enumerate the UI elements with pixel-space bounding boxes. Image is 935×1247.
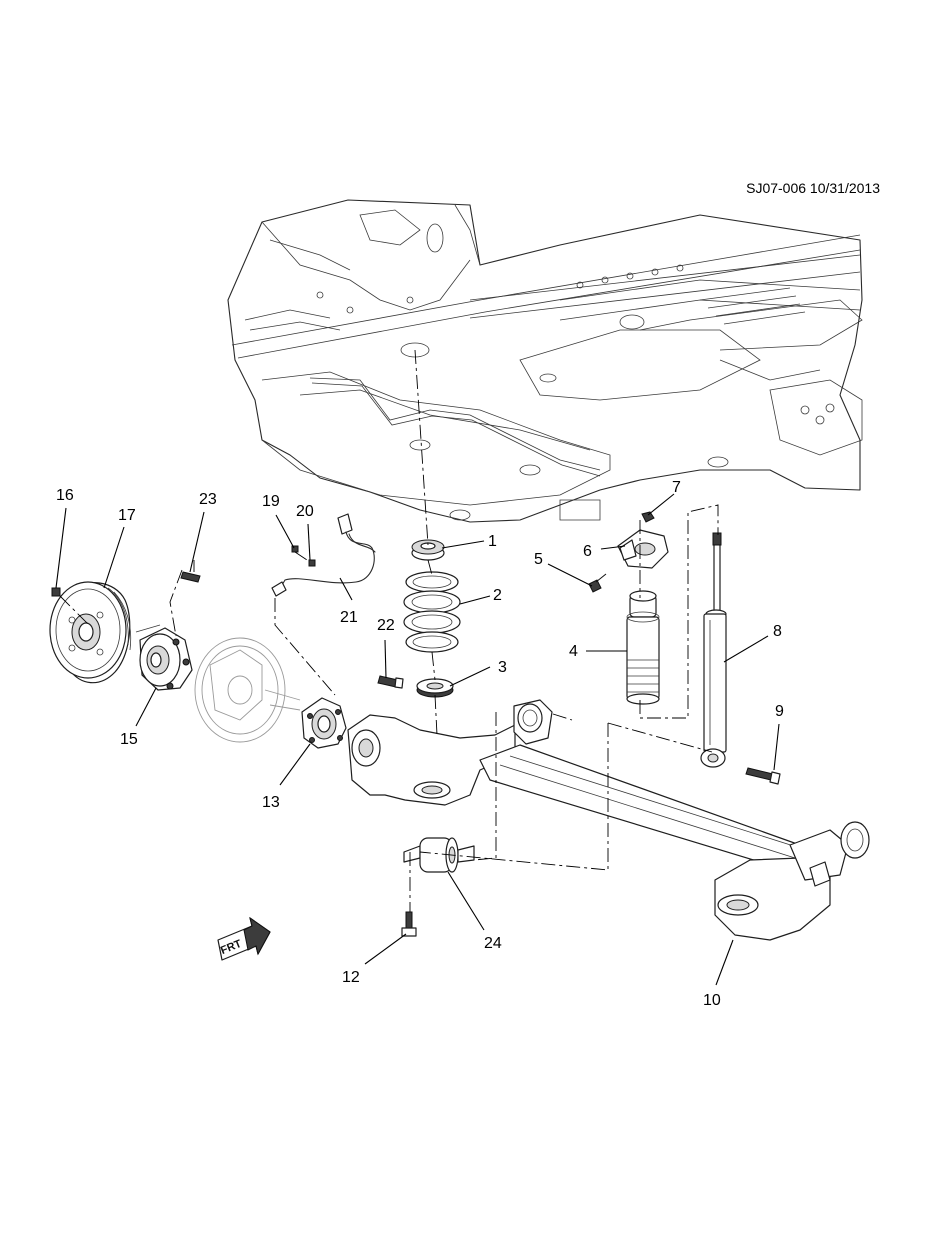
assembly-guide-lines xyxy=(59,349,719,912)
callout-5: 5 xyxy=(534,551,543,568)
callout-9: 9 xyxy=(775,703,784,720)
callout-13: 13 xyxy=(262,794,280,811)
axle-bushing xyxy=(403,837,475,873)
rear-axle-assembly xyxy=(347,699,870,941)
diagram-reference: SJ07-006 10/31/2013 xyxy=(746,180,880,196)
wheel-hub-bearing xyxy=(135,624,193,691)
callout-24: 24 xyxy=(484,935,502,952)
coil-spring xyxy=(403,571,461,653)
hub-adapter-plate xyxy=(301,697,347,749)
brake-drum-screw xyxy=(51,587,61,597)
brake-backing-plate xyxy=(194,637,301,743)
callout-16: 16 xyxy=(56,487,74,504)
vehicle-body-underside xyxy=(227,199,863,523)
shock-absorber xyxy=(700,532,727,768)
brake-drum xyxy=(49,581,132,684)
callout-4: 4 xyxy=(569,643,578,660)
spring-upper-insulator xyxy=(411,539,445,561)
callout-21: 21 xyxy=(340,609,358,626)
callout-3: 3 xyxy=(498,659,507,676)
callout-12: 12 xyxy=(342,969,360,986)
shock-dust-boot xyxy=(626,590,660,705)
wheel-speed-sensor-harness xyxy=(271,513,376,597)
callout-10: 10 xyxy=(703,992,721,1009)
callout-leaders xyxy=(55,493,780,986)
shock-mount-bolt xyxy=(588,573,607,593)
shock-lower-bolt xyxy=(745,767,781,785)
callout-20: 20 xyxy=(296,503,314,520)
callout-8: 8 xyxy=(773,623,782,640)
front-direction-arrow: FRT xyxy=(217,916,271,961)
callout-15: 15 xyxy=(120,731,138,748)
callout-2: 2 xyxy=(493,587,502,604)
callout-19: 19 xyxy=(262,493,280,510)
wheel-stud xyxy=(180,571,201,583)
clip-bolt xyxy=(308,559,316,567)
callout-7: 7 xyxy=(672,479,681,496)
shock-mount-nut xyxy=(641,511,655,523)
callout-6: 6 xyxy=(583,543,592,560)
axle-bolt xyxy=(377,675,404,689)
callout-23: 23 xyxy=(199,491,217,508)
bushing-bolt xyxy=(401,911,417,937)
callout-17: 17 xyxy=(118,507,136,524)
shock-upper-mount xyxy=(617,529,669,569)
callout-numbers: 16 17 23 19 20 21 22 1 2 3 5 6 7 4 8 9 1… xyxy=(56,479,784,1009)
callout-1: 1 xyxy=(488,533,497,550)
spring-lower-insulator xyxy=(416,678,454,698)
callout-22: 22 xyxy=(377,617,395,634)
